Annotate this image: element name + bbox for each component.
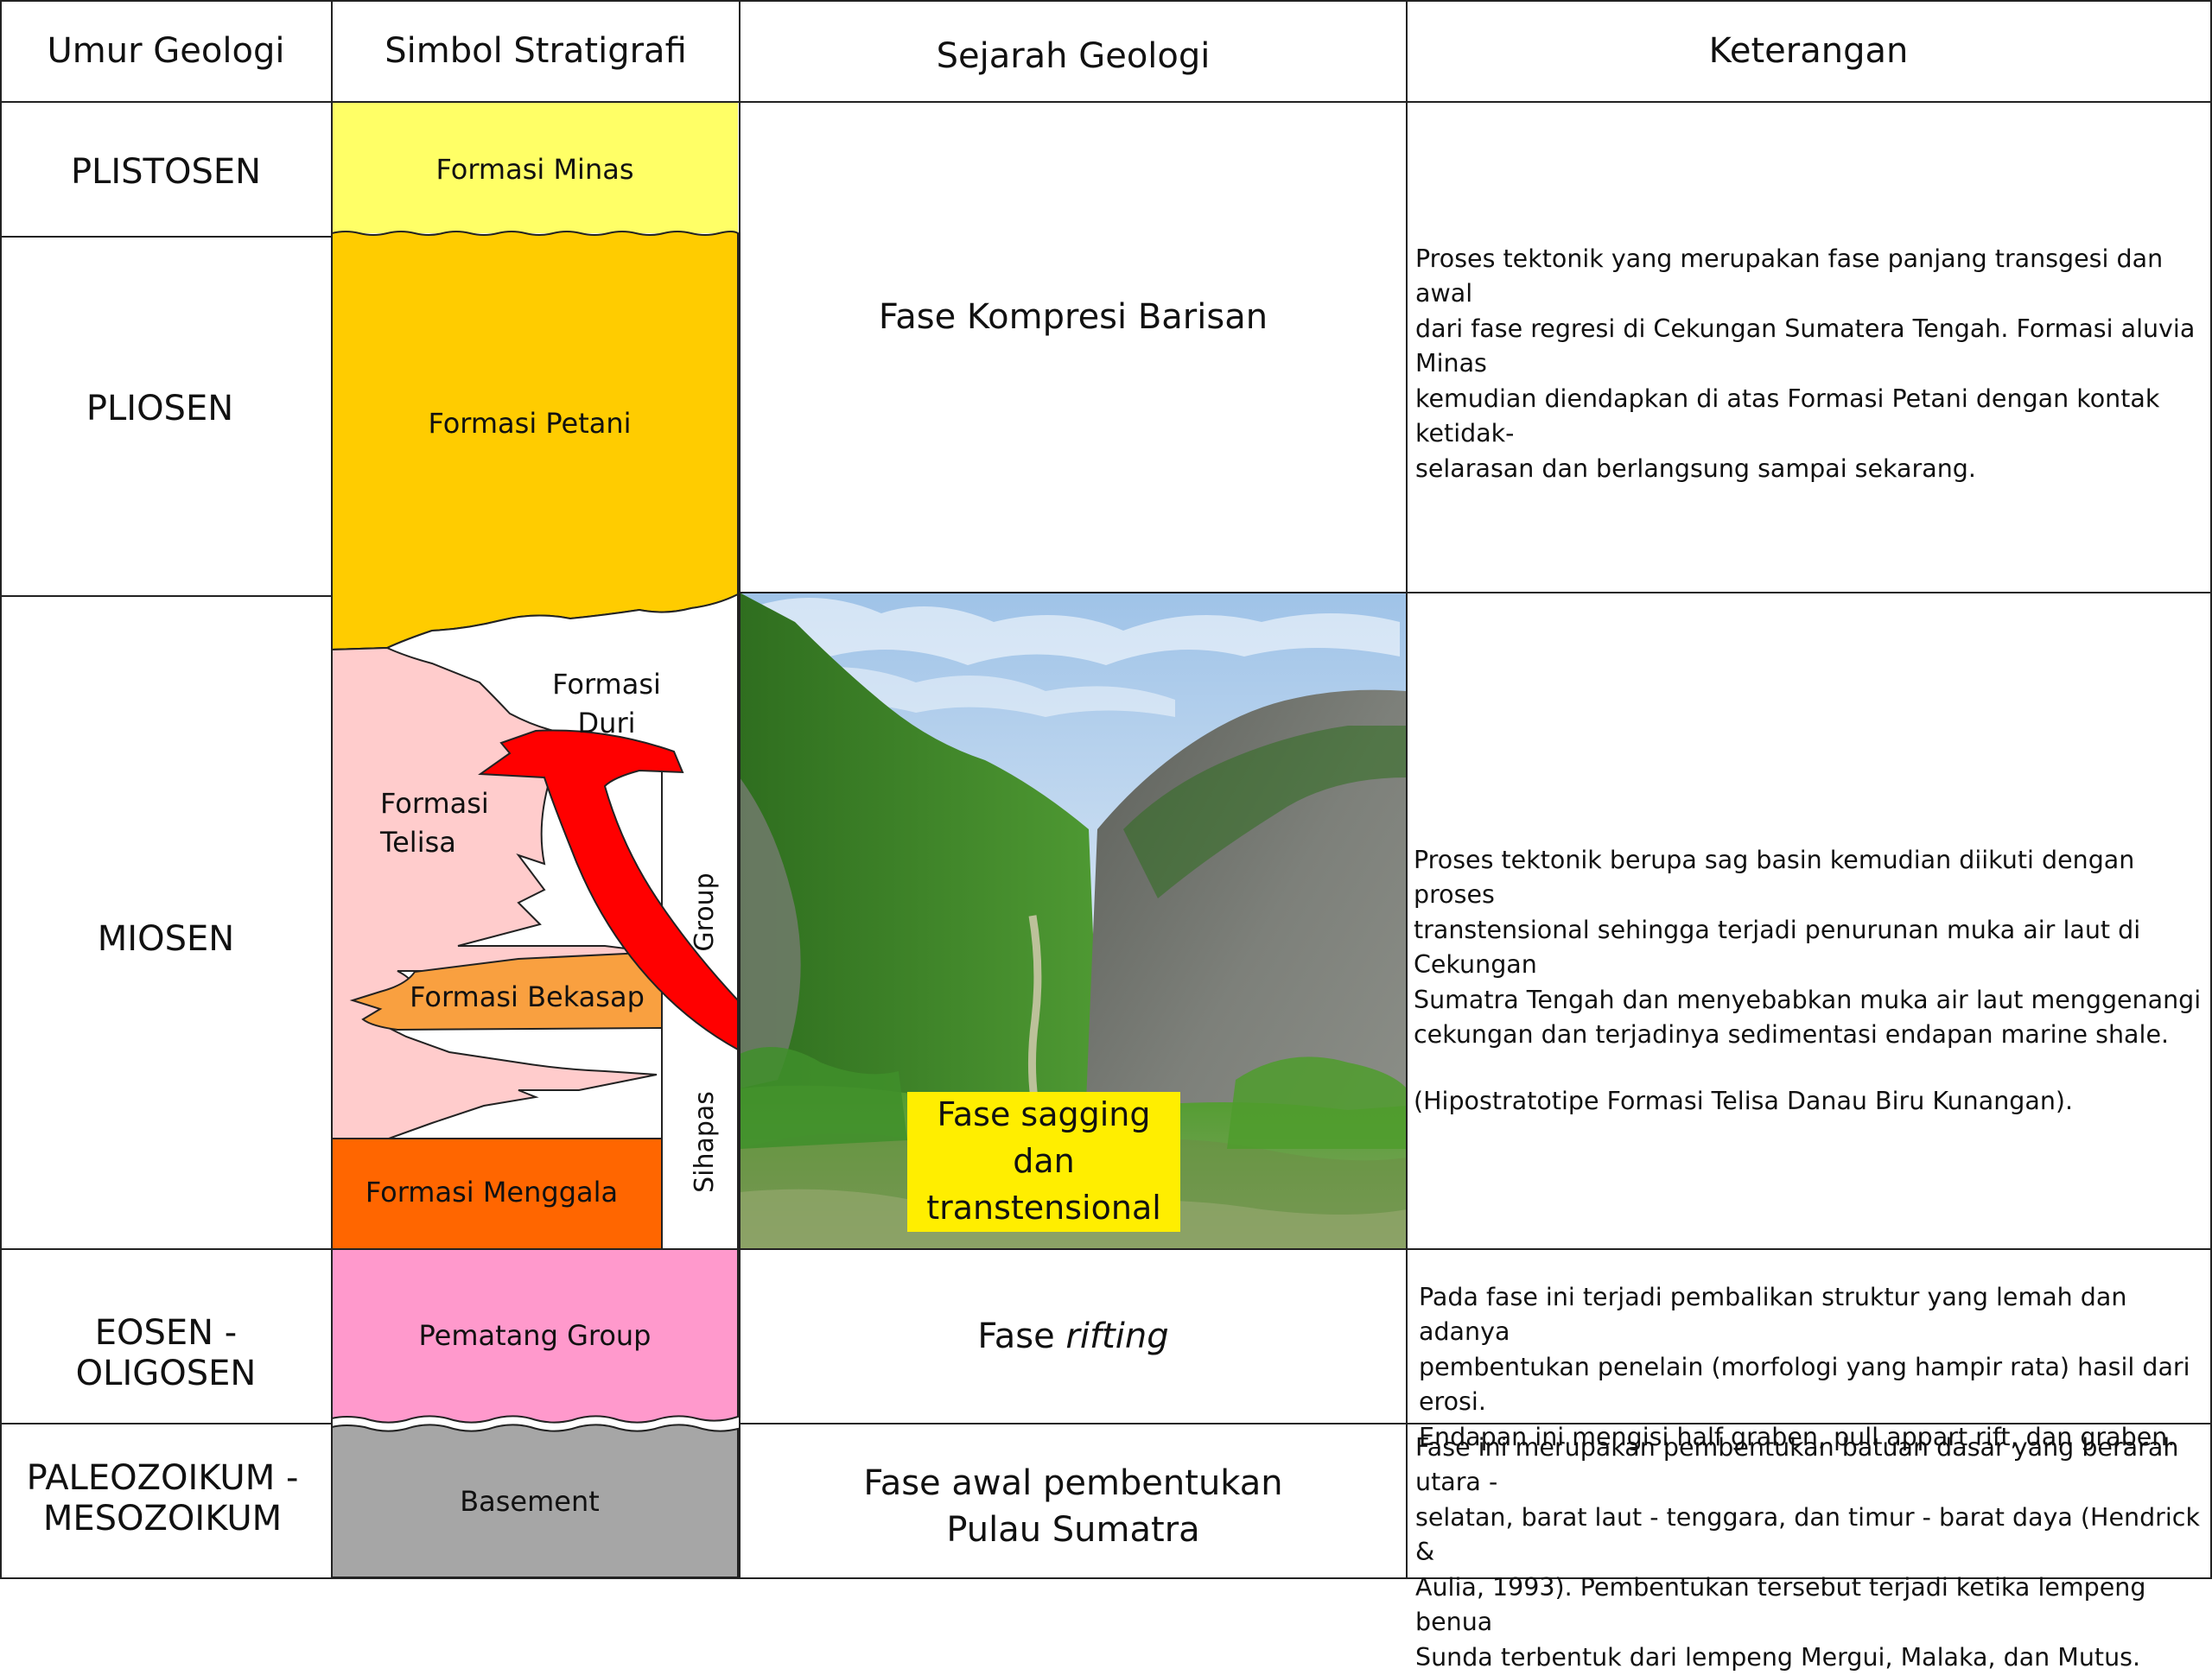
phase-awal-line1: Fase awal pembentukan [863, 1463, 1283, 1503]
phase-awal-line2: Pulau Sumatra [946, 1510, 1200, 1550]
header-notes: Keterangan [1708, 31, 1909, 71]
note-kompresi-line: dari fase regresi di Cekungan Sumatera T… [1415, 314, 2196, 378]
header-age: Umur Geologi [47, 31, 285, 71]
menggala-layer [331, 1138, 663, 1250]
age-paleozoikum: PALEOZOIKUM - MESOZOIKUM [0, 1458, 325, 1539]
bekasap-layer [349, 950, 663, 1031]
note-sagging-line: Sumatra Tengah dan menyebabkan muka air … [1414, 985, 2202, 1014]
label-sihapas: Sihapas [690, 1091, 720, 1193]
petani-layer [331, 231, 739, 651]
phase-rifting-prefix: Fase [977, 1317, 1066, 1356]
note-sagging-line: cekungan dan terjadinya sedimentasi enda… [1414, 1020, 2170, 1050]
note-basement-line: Sunda terbentuk dari lempeng Mergui, Mal… [1415, 1642, 2141, 1672]
note-sagging-line: Proses tektonik berupa sag basin kemudia… [1414, 846, 2135, 910]
note-rifting: Pada fase ini terjadi pembalikan struktu… [1419, 1280, 2205, 1455]
label-bekasap: Formasi Bekasap [410, 980, 645, 1013]
minas-layer [332, 102, 738, 233]
note-sagging-ref: (Hipostratotipe Formasi Telisa Danau Bir… [1414, 1086, 2074, 1115]
header-strat: Simbol Stratigrafi [385, 31, 687, 71]
label-minas: Formasi Minas [435, 153, 634, 186]
note-kompresi-line: selarasan dan berlangsung sampai sekaran… [1415, 454, 1976, 483]
phase-kompresi: Fase Kompresi Barisan [878, 297, 1268, 337]
basement-layer [331, 1424, 739, 1578]
label-group: Group [690, 872, 720, 952]
label-pematang: Pematang Group [418, 1319, 652, 1352]
note-basement-line: selatan, barat laut - tenggara, dan timu… [1415, 1502, 2200, 1567]
age-pliosen: PLIOSEN [86, 389, 234, 428]
label-petani: Formasi Petani [428, 407, 632, 440]
note-basement-line: Fase ini merupakan pembentukan batuan da… [1415, 1433, 2179, 1497]
phase-rifting: Fase rifting [740, 1317, 1407, 1357]
note-basement: Fase ini merupakan pembentukan batuan da… [1415, 1431, 2205, 1675]
label-telisa-line2: Telisa [380, 826, 456, 860]
age-eosen-oligosen: EOSEN - OLIGOSEN [75, 1313, 257, 1394]
age-plistosen: PLISTOSEN [70, 152, 262, 192]
note-basement-line: Aulia, 1993). Pembentukan tersebut terja… [1415, 1572, 2146, 1637]
note-kompresi-line: kemudian diendapkan di atas Formasi Peta… [1415, 384, 2160, 448]
label-basement: Basement [460, 1485, 600, 1518]
note-kompresi-line: Proses tektonik yang merupakan fase panj… [1415, 244, 2164, 308]
pematang-layer [331, 1248, 739, 1424]
phase-rifting-italic: rifting [1065, 1317, 1169, 1356]
header-history: Sejarah Geologi [936, 36, 1211, 76]
age-paleozoikum-line2: MESOZOIKUM [42, 1499, 283, 1539]
label-telisa-line1: Formasi [380, 787, 489, 820]
label-duri: Formasi Duri [550, 665, 664, 744]
label-duri-line1: Formasi [552, 668, 661, 701]
note-kompresi: Proses tektonik yang merupakan fase panj… [1415, 242, 2203, 486]
phase-sagging-line1: Fase sagging dan [937, 1095, 1151, 1180]
phase-awal: Fase awal pembentukan Pulau Sumatra [740, 1460, 1407, 1553]
phase-sagging-line2: transtensional [926, 1188, 1161, 1227]
note-sagging-line: transtensional sehingga terjadi penuruna… [1414, 915, 2141, 980]
label-menggala: Formasi Menggala [365, 1176, 619, 1209]
note-sagging: Proses tektonik berupa sag basin kemudia… [1414, 843, 2205, 1119]
age-paleozoikum-line1: PALEOZOIKUM - [26, 1458, 299, 1498]
curved-arrow-icon [478, 729, 739, 1051]
label-telisa: Formasi Telisa [380, 784, 489, 863]
note-rifting-line: pembentukan penelain (morfologi yang ham… [1419, 1352, 2190, 1417]
age-miosen: MIOSEN [97, 919, 235, 959]
telisa-layer [331, 646, 658, 1139]
phase-sagging-caption: Fase sagging dan transtensional [907, 1092, 1180, 1232]
table-grid [0, 0, 2212, 1579]
note-rifting-line: Pada fase ini terjadi pembalikan struktu… [1419, 1283, 2127, 1347]
note-rifting-line: Endapan ini mengisi half graben, pull ap… [1419, 1422, 2176, 1451]
note-spacer [1414, 1053, 2205, 1084]
label-duri-line2: Duri [577, 707, 636, 740]
